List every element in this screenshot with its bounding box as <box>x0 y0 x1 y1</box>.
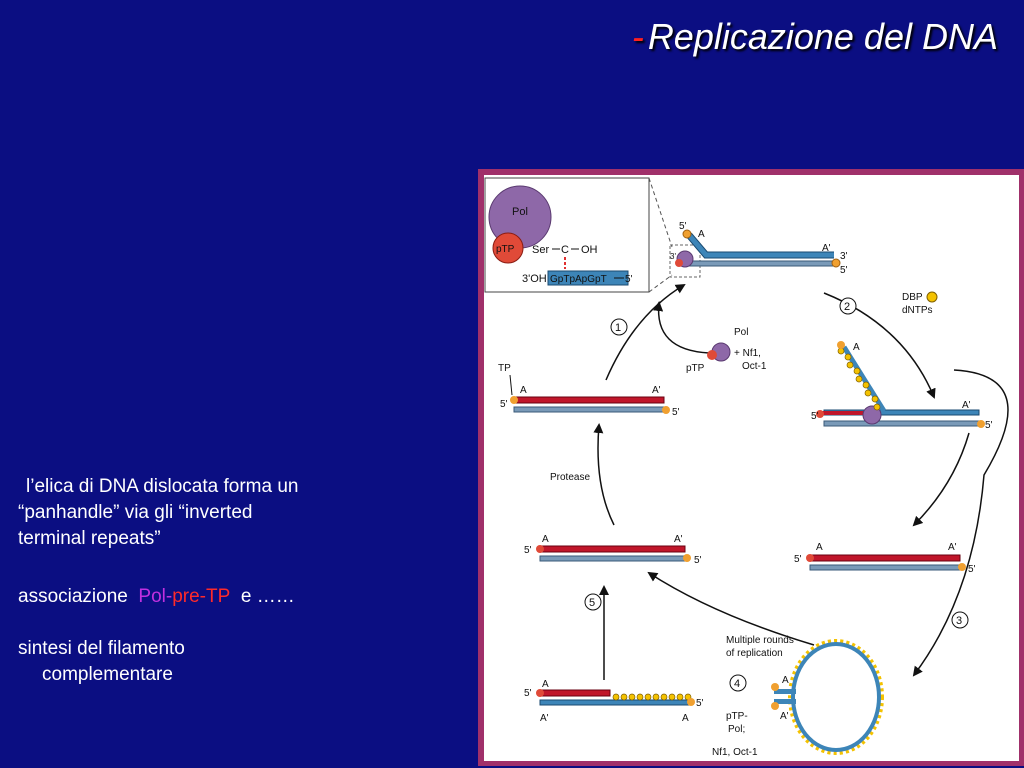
bd-a2-label: A <box>682 713 689 724</box>
free-oct1-label: Oct-1 <box>742 361 767 372</box>
s2-5-label: 5' <box>811 411 819 422</box>
inset-seq-label: GpTpApGpT <box>550 274 607 285</box>
page-title: -Replicazione del DNA <box>632 16 998 58</box>
title-dash: - <box>631 16 644 57</box>
bottom-duplex: A 5' 5' A' A <box>524 679 704 724</box>
bd-ap-label: A' <box>540 713 549 724</box>
diagram-panel: Pol pTP Ser C OH 3'OH GpTpApGpT 5' 5' A … <box>484 175 1019 761</box>
s1-3b-label: 3' <box>840 251 848 262</box>
rm-5b-label: 5' <box>968 564 976 575</box>
dbp-label: DBP <box>902 292 923 303</box>
lm-5b-label: 5' <box>694 555 702 566</box>
lm-5-label: 5' <box>524 545 532 556</box>
replication-diagram: Pol pTP Ser C OH 3'OH GpTpApGpT 5' 5' A … <box>484 177 1009 758</box>
inset-3oh-label: 3'OH <box>522 273 547 285</box>
s1-3-label: 3' <box>670 252 676 261</box>
step-2: 2 <box>839 297 857 315</box>
inset-5-label: 5' <box>625 274 633 285</box>
text-synthesis-2: complementare <box>42 664 173 685</box>
text-association: associazione Pol-pre-TP e …… <box>18 584 295 610</box>
svg-text:1: 1 <box>615 322 621 334</box>
step-4: 4 <box>729 674 747 692</box>
free-ptp-label: pTP <box>686 363 705 374</box>
rm-5-label: 5' <box>794 554 802 565</box>
tp-label: TP <box>498 363 511 374</box>
bd-5b-label: 5' <box>696 698 704 709</box>
tp-5b-label: 5' <box>672 407 680 418</box>
inset-box: Pol pTP Ser C OH 3'OH GpTpApGpT 5' <box>484 177 673 293</box>
assoc-sep: - <box>165 586 173 607</box>
multiple-rounds-1: Multiple rounds <box>726 635 794 646</box>
ptp-sphere <box>492 232 524 264</box>
pc-a-label: A <box>782 675 789 686</box>
svg-text:2: 2 <box>844 301 850 313</box>
text-line-1: l’elica di DNA dislocata forma un <box>26 476 299 497</box>
right-duplex: A A' 5' 5' <box>794 542 976 575</box>
s2-ap-label: A' <box>962 400 971 411</box>
bd-a-label: A <box>542 679 549 690</box>
assoc-pol: Pol <box>138 586 166 607</box>
dntps-label: dNTPs <box>902 305 933 316</box>
dbp-icon <box>926 291 938 303</box>
inset-pol-label: Pol <box>512 206 528 218</box>
tp-5-label: 5' <box>500 399 508 410</box>
ptp-pol-2: Pol; <box>728 724 745 735</box>
svg-text:4: 4 <box>734 678 740 690</box>
inset-ser-label: Ser <box>532 244 549 256</box>
bd-5-label: 5' <box>524 688 532 699</box>
inset-oh-label: OH <box>581 244 598 256</box>
s1-ap-label: A' <box>822 243 831 254</box>
title-text: Replicazione del DNA <box>647 16 998 57</box>
s2-a-label: A <box>853 342 860 353</box>
text-line-2: “panhandle” via gli “inverted <box>18 502 253 523</box>
tp-duplex: TP A A' 5' 5' <box>498 363 680 418</box>
assoc-pre-tp: pre-TP <box>172 586 231 607</box>
s1-5-label: 5' <box>679 221 687 232</box>
lm-a-label: A <box>542 534 549 545</box>
multiple-rounds-2: of replication <box>726 648 783 659</box>
tp-a-label: A <box>520 385 527 396</box>
step-3: 3 <box>951 611 969 629</box>
protease-label: Protease <box>550 472 590 483</box>
pc-ap-label: A' <box>780 711 789 722</box>
inset-seq-strand <box>547 270 629 286</box>
free-nf1-label: + Nf1, <box>734 348 761 359</box>
rm-ap-label: A' <box>948 542 957 553</box>
free-pol-label: Pol <box>734 327 748 338</box>
inset-ptp-label: pTP <box>496 244 515 255</box>
tp-ap-label: A' <box>652 385 661 396</box>
panhandle-circle: A A' <box>771 639 884 755</box>
step-5: 5 <box>584 593 602 611</box>
top-duplex: 5' A A' 3' 5' 3' <box>669 221 848 278</box>
assoc-prefix: associazione <box>18 586 128 607</box>
dbp-duplex: A 5' A' 5' <box>811 341 993 431</box>
assoc-suffix: e …… <box>240 586 295 607</box>
text-synthesis-1: sintesi del filamento <box>18 638 185 659</box>
text-line-3: terminal repeats” <box>18 528 161 549</box>
rm-a-label: A <box>816 542 823 553</box>
s1-a-label: A <box>698 229 705 240</box>
lm-ap-label: A' <box>674 534 683 545</box>
svg-text:3: 3 <box>956 615 962 627</box>
left-duplex: A A' 5' 5' <box>524 534 702 566</box>
ptp-pol-1: pTP- <box>726 711 748 722</box>
s1-5b-label: 5' <box>840 265 848 276</box>
svg-text:5: 5 <box>589 597 595 609</box>
step-1: 1 <box>610 318 628 336</box>
inset-c-label: C <box>561 244 569 256</box>
nf1-oct-label: Nf1, Oct-1 <box>712 747 758 758</box>
s2-5b-label: 5' <box>985 420 993 431</box>
